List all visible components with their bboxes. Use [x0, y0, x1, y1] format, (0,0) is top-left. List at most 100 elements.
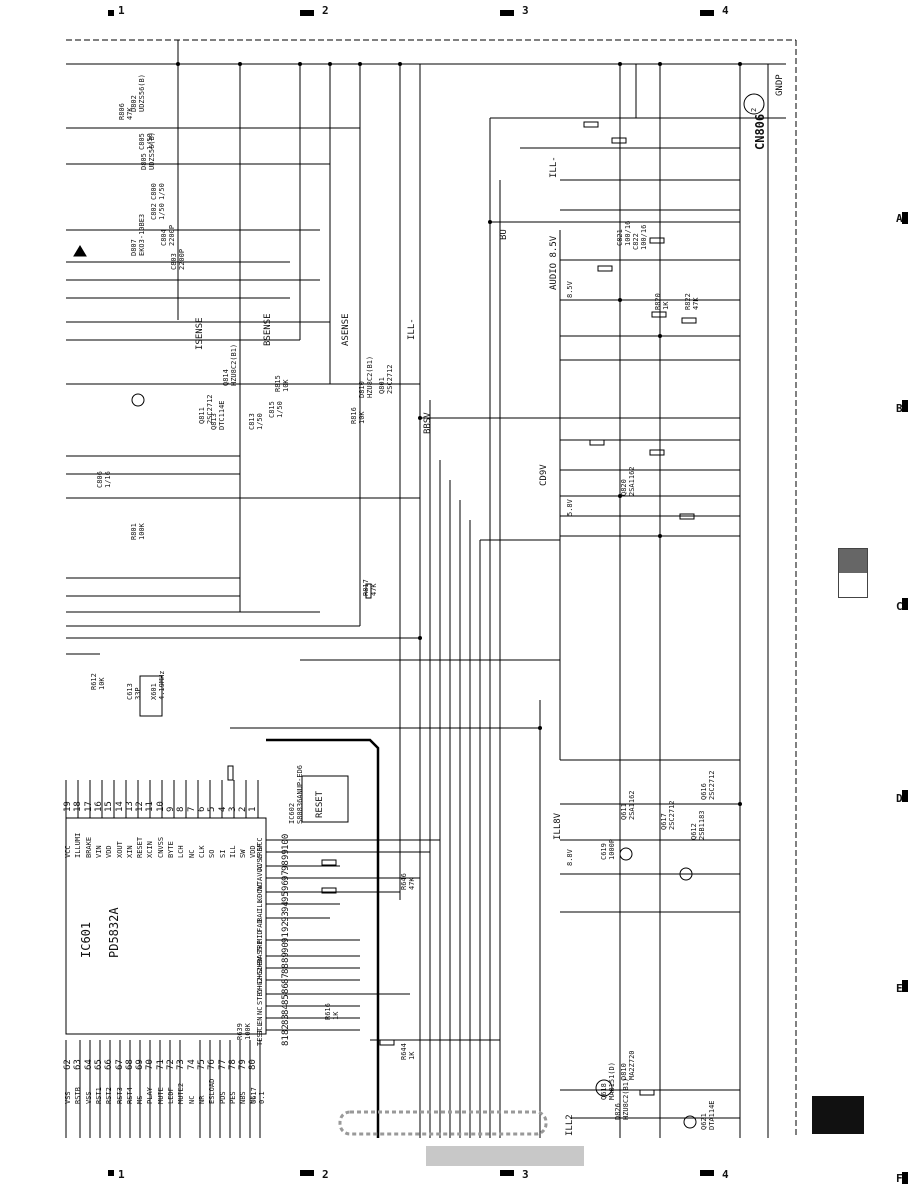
ic-pin-number: 16: [93, 801, 104, 812]
ic-pin-name: LCH: [177, 845, 186, 858]
component-value: 47K: [692, 297, 700, 310]
ic-pin-number: 95: [281, 890, 291, 902]
ic-pin-number: 74: [186, 1059, 197, 1070]
component-ref: R822: [684, 293, 692, 310]
ic-pin-number: 70: [145, 1059, 156, 1070]
ic-part: PD5832A: [107, 907, 121, 958]
ic-pin-number: 9: [166, 806, 176, 812]
component-value: HZU8C2(B1): [230, 343, 238, 386]
ic-pin-name: ILL: [228, 845, 237, 858]
reset-ic-part: S80836ANUP-ED6: [296, 764, 304, 824]
component-ref: C802: [150, 203, 158, 220]
component-ref: D826: [614, 1103, 622, 1120]
component-ref: Q813: [210, 413, 218, 430]
ic-pin-number: 62: [63, 1059, 73, 1070]
ic-pin-number: 84: [281, 1003, 291, 1015]
component-value: 2SC2712: [708, 770, 716, 800]
ic-pin-number: 17: [83, 801, 94, 812]
component-value: 2200P: [178, 248, 186, 270]
column-marker-4: 4: [722, 4, 729, 17]
ic-pin-number: 63: [73, 1059, 84, 1070]
ic-pin-number: 5: [207, 806, 218, 812]
component-ref: R817: [362, 579, 370, 596]
ic-pin-name: VSS: [84, 1091, 93, 1104]
ic-pin-name: NBS: [239, 1091, 248, 1104]
component-ref: Q814: [222, 369, 230, 386]
reset-ic-ref: IC602: [288, 802, 296, 824]
component-value: HZU8C2(B1): [622, 1077, 630, 1120]
component-value: 2SC2712: [386, 364, 394, 394]
net-8-8v: 8.8V: [566, 849, 574, 866]
component-ref: R646: [400, 873, 408, 890]
ic-pin-name: MUTE2: [177, 1082, 186, 1104]
component-value: 1/50: [256, 413, 264, 430]
ic-pin-number: 4: [217, 806, 228, 812]
component-value: UDZS56(B): [148, 132, 156, 170]
ic-pin-number: 85: [281, 993, 291, 1005]
ic-pin-number: 7: [186, 806, 197, 812]
ic-pin-number: 100: [281, 833, 291, 850]
ic-pin-number: 73: [176, 1059, 187, 1070]
ic-pin-number: 99: [281, 849, 291, 861]
ic-pin-number: 18: [73, 801, 84, 812]
ic-pin-name: SW: [239, 849, 248, 858]
component-ref: R820: [654, 293, 662, 310]
component-ref: Q616: [700, 783, 708, 800]
net-ill-top: ILL-: [549, 156, 559, 178]
ic-pin-number: 89: [281, 952, 291, 964]
ic-pin-number: 88: [281, 962, 291, 974]
ic-pin-name: VCC: [64, 845, 72, 858]
component-value: 47K: [408, 877, 416, 890]
component-value: 10K: [98, 677, 106, 690]
component-value: 2SC2712: [668, 800, 676, 830]
component-value: DTA114E: [708, 1100, 716, 1130]
ic-pin-name: RSTB: [74, 1087, 83, 1104]
ic-pin-name: MS: [136, 1095, 145, 1104]
component-ref: D810: [620, 1063, 628, 1080]
ic-pin-number: 72: [166, 1059, 176, 1070]
component-value: 10K: [282, 379, 290, 392]
column-marker-4-bottom: 4: [722, 1168, 729, 1181]
connector-pin-label: GNDP: [775, 74, 785, 96]
ic-pin-number: 81: [281, 1034, 291, 1046]
ic-pin-name: RST1: [94, 1087, 103, 1104]
ic-pin-number: 65: [93, 1059, 104, 1070]
ic-pin-number: 79: [238, 1059, 249, 1070]
component-ref: R612: [90, 673, 98, 690]
ic-pin-number: 77: [217, 1059, 228, 1070]
component-ref: Q820: [620, 479, 628, 496]
component-ref: Q801: [378, 377, 386, 394]
ic-pin-name: NC: [187, 1095, 196, 1104]
page-footer-bar: [426, 1146, 584, 1166]
component-value: 100K: [138, 523, 146, 540]
ic-pin-number: 96: [281, 880, 291, 892]
ic-pin-number: 78: [227, 1059, 238, 1070]
component-ref: R801: [130, 523, 138, 540]
ic-ref: IC601: [79, 921, 93, 958]
ic-pin-name: XCIN: [146, 841, 155, 858]
reset-label: RESET: [315, 790, 325, 818]
component-ref: Q611: [620, 803, 628, 820]
ic-pin-name: ESLOAD: [208, 1078, 217, 1104]
row-marker-f: F: [896, 1172, 903, 1185]
net-bbsv: BBSV: [423, 412, 433, 434]
ic-pin-number: 15: [104, 801, 115, 812]
ic-pin-name: BRAKE: [84, 836, 93, 858]
component-value: 47K: [126, 107, 134, 120]
component-ref: C804: [160, 229, 168, 246]
component-ref: Q811: [198, 407, 206, 424]
ic-pin-name: AVCC: [256, 864, 264, 881]
component-value: 1/50: [158, 203, 166, 220]
component-ref: C822: [632, 233, 640, 250]
column-marker-2: 2: [322, 4, 329, 17]
component-ref: C619: [600, 843, 608, 860]
net-ill8v: ILL8V: [553, 812, 563, 840]
component-ref: C821: [616, 229, 624, 246]
component-value: 1/50: [158, 183, 166, 200]
ic-pin-name: NC: [187, 849, 196, 858]
component-ref: Q621: [700, 1113, 708, 1130]
ic-pin-name: NR: [197, 1095, 206, 1104]
component-value: 1/16: [104, 471, 112, 488]
ic-pin-name: PLAY: [146, 1087, 155, 1104]
